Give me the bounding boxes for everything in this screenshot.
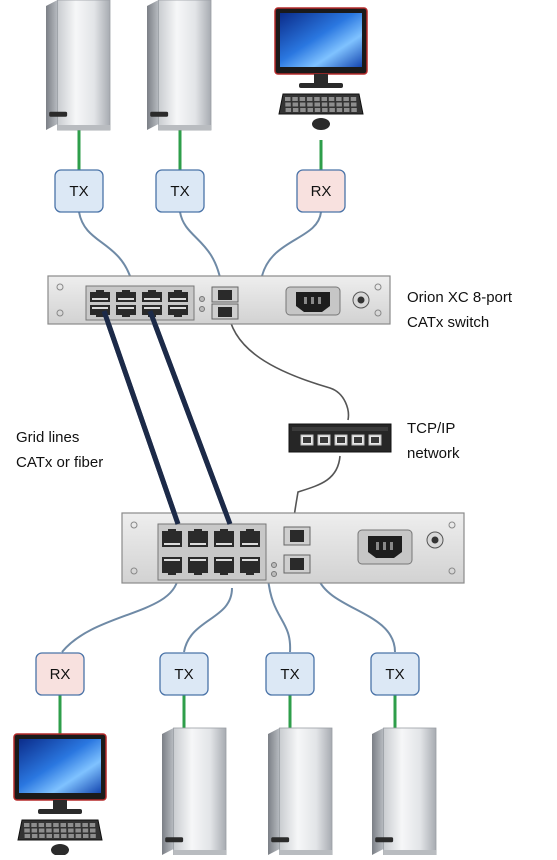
rj45-port: [90, 305, 110, 317]
rj45-port: [90, 290, 110, 302]
extender-label: TX: [174, 666, 193, 683]
rj45-port: [168, 305, 188, 317]
network-cable: [227, 309, 350, 421]
tx-box: TX: [54, 169, 104, 213]
network-label-line1: TCP/IP: [407, 420, 455, 437]
grid-label-line1: Grid lines: [16, 429, 79, 446]
tx-box: TX: [370, 652, 420, 696]
orion-xc-switch: [47, 275, 391, 325]
tx-box: TX: [159, 652, 209, 696]
tx-box: TX: [265, 652, 315, 696]
tower-pc-icon: [46, 0, 111, 131]
rj45-port: [162, 557, 182, 575]
annotation-labels: Orion XC 8-port CATx switch TCP/IP netwo…: [16, 289, 513, 471]
port-block: [90, 290, 188, 317]
catx-cable: [267, 577, 292, 653]
rx-box: RX: [296, 169, 346, 213]
tower-pc-icon: [268, 727, 333, 856]
catx-cable: [78, 211, 133, 283]
tower-pc-icon: [162, 727, 227, 856]
rj45-port: [162, 529, 182, 547]
rx-box: RX: [35, 652, 85, 696]
switch-label-line1: Orion XC 8-port: [407, 289, 513, 306]
tower-pc-icon: [372, 727, 437, 856]
port-block: [162, 529, 260, 575]
network-port: [351, 434, 365, 446]
rj45-port: [188, 529, 208, 547]
monitor-workstation-icon: [13, 733, 107, 856]
rj45-port: [214, 529, 234, 547]
rj45-port: [240, 557, 260, 575]
catx-cable: [261, 211, 322, 277]
rj45-port: [116, 290, 136, 302]
monitor-workstation-icon: [274, 7, 368, 130]
rj45-port: [214, 557, 234, 575]
catx-cable: [179, 211, 223, 289]
extender-boxes: TX TX RX RX TX TX TX: [35, 169, 420, 696]
extender-label: TX: [280, 666, 299, 683]
network-port: [317, 434, 331, 446]
switch-label-line2: CATx switch: [407, 314, 489, 331]
catx-cable: [317, 577, 396, 653]
network-port: [300, 434, 314, 446]
devices: [13, 0, 437, 856]
extender-label: TX: [385, 666, 404, 683]
extender-label: RX: [50, 666, 71, 683]
extender-label: TX: [69, 183, 88, 200]
rj45-port: [168, 290, 188, 302]
tower-pc-icon: [147, 0, 212, 131]
catx-cable: [183, 587, 233, 653]
grid-cable: [101, 310, 181, 525]
rj45-port: [240, 529, 260, 547]
rj45-port: [142, 290, 162, 302]
network-port: [368, 434, 382, 446]
lower-matrix-switch: [121, 512, 465, 584]
grid-label-line2: CATx or fiber: [16, 454, 103, 471]
cables: [101, 310, 233, 525]
tx-box: TX: [155, 169, 205, 213]
catx-cable: [61, 577, 179, 653]
rj45-port: [116, 305, 136, 317]
extender-label: RX: [311, 183, 332, 200]
grid-cable: [147, 310, 233, 525]
tcpip-network-switch: [288, 423, 392, 453]
network-label-line2: network: [407, 445, 460, 462]
extender-label: TX: [170, 183, 189, 200]
rj45-port: [188, 557, 208, 575]
network-port: [334, 434, 348, 446]
